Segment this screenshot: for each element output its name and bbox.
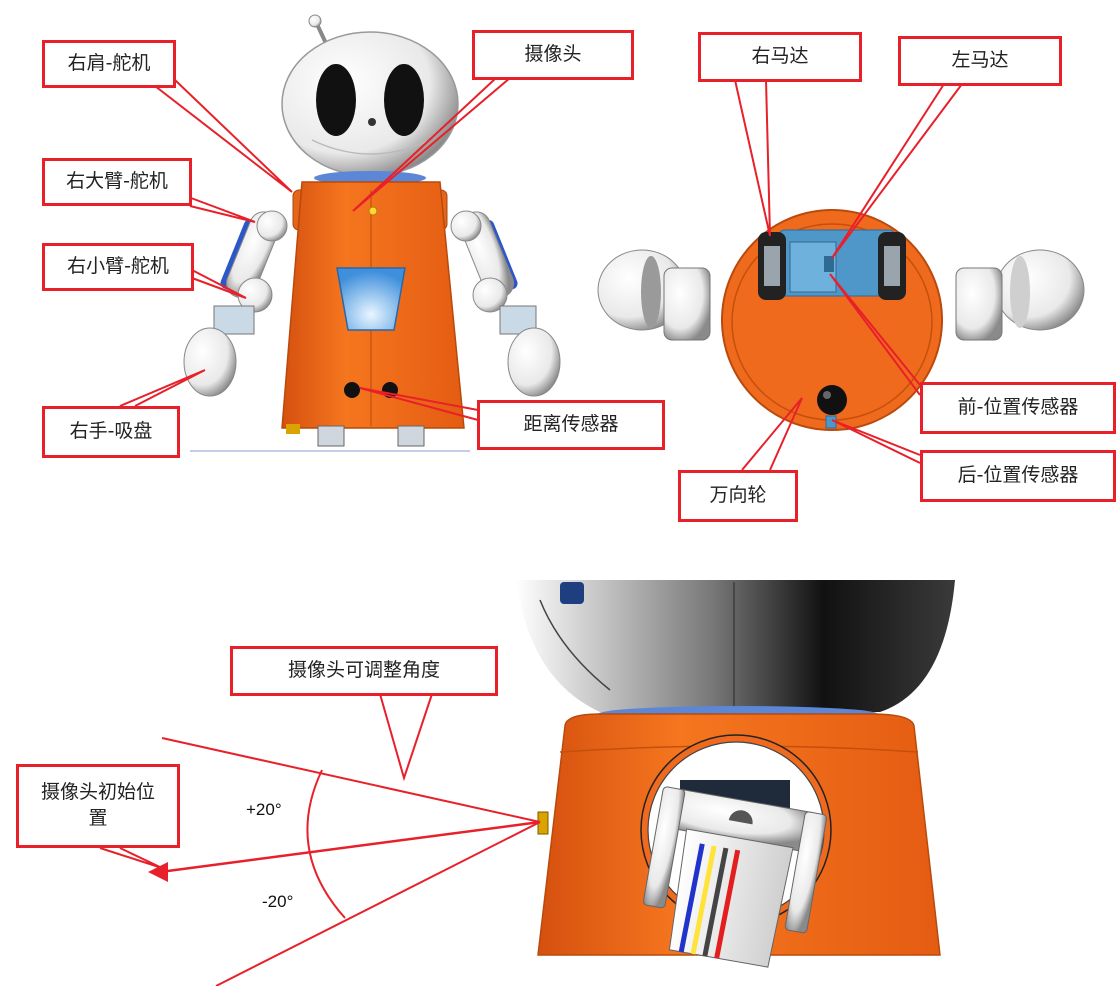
label-text: 右肩-舵机 <box>67 52 151 75</box>
camera-angle-illustration <box>148 580 955 986</box>
front-robot-illustration <box>183 14 561 452</box>
label-right-upper-arm-servo: 右大臂-舵机 <box>42 158 192 206</box>
label-text: 摄像头初始位置 <box>40 781 155 829</box>
distance-sensor-left <box>344 382 360 398</box>
label-camera-adjustable-angle: 摄像头可调整角度 <box>230 646 498 696</box>
label-text: 右马达 <box>751 45 809 68</box>
bottom-robot-illustration <box>597 209 1085 431</box>
chest-screen <box>336 267 406 331</box>
left-eye <box>316 64 356 136</box>
label-right-forearm-servo: 右小臂-舵机 <box>42 243 194 291</box>
label-text: 右大臂-舵机 <box>66 170 168 193</box>
label-caster-wheel: 万向轮 <box>678 470 798 522</box>
label-text: 距离传感器 <box>523 413 619 436</box>
label-camera: 摄像头 <box>472 30 634 80</box>
label-text: 右小臂-舵机 <box>67 255 169 278</box>
label-text: 前-位置传感器 <box>957 396 1079 419</box>
label-text: 摄像头 <box>524 43 582 66</box>
angle-lower-label: -20° <box>262 892 294 911</box>
label-right-motor: 右马达 <box>698 32 862 82</box>
label-text: 万向轮 <box>709 484 767 507</box>
label-text: 右手-吸盘 <box>69 420 153 443</box>
label-rear-position-sensor: 后-位置传感器 <box>920 450 1116 502</box>
label-text: 摄像头可调整角度 <box>287 659 440 682</box>
label-distance-sensor: 距离传感器 <box>477 400 665 450</box>
label-right-shoulder-servo: 右肩-舵机 <box>42 40 176 88</box>
label-front-position-sensor: 前-位置传感器 <box>920 382 1116 434</box>
label-left-motor: 左马达 <box>898 36 1062 86</box>
right-eye <box>384 64 424 136</box>
label-text: 左马达 <box>951 49 1009 72</box>
caster-ball <box>817 385 847 415</box>
label-camera-initial-position: 摄像头初始位置 <box>16 764 180 848</box>
leader-lines <box>99 77 963 869</box>
label-right-hand-suction: 右手-吸盘 <box>42 406 180 458</box>
angle-upper-label: +20° <box>246 800 282 819</box>
label-text: 后-位置传感器 <box>957 464 1079 487</box>
